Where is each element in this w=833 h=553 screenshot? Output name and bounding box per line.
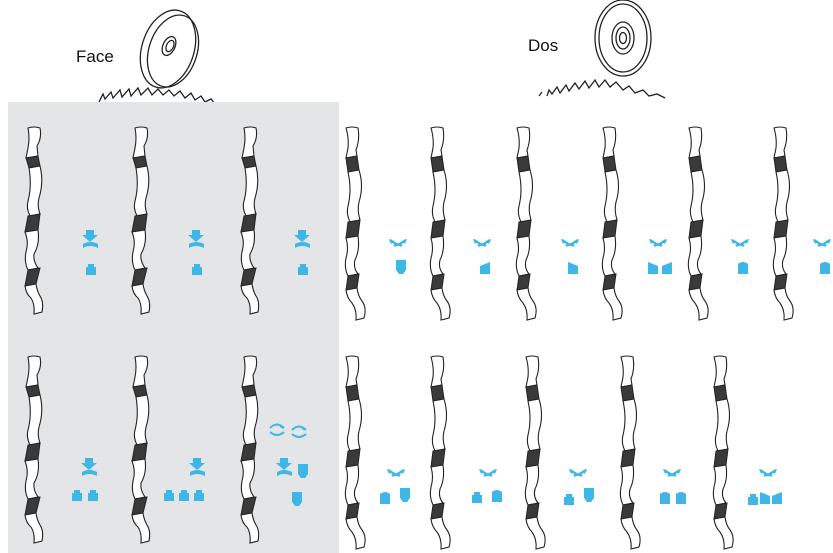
grey-panel — [8, 102, 339, 553]
saw-blade-section-icon — [24, 355, 44, 544]
saw-blade-section-icon — [24, 126, 44, 315]
saw-blade-section-icon — [524, 355, 546, 550]
saw-blade-section-icon — [619, 355, 641, 550]
saw-blade-section-icon — [429, 355, 451, 550]
saw-blade-section-icon — [601, 126, 623, 321]
saw-blade-face-icon — [98, 9, 216, 104]
tooth-profile-icon — [472, 467, 502, 503]
saw-blade-section-icon — [712, 355, 734, 550]
tooth-profile-icon — [294, 230, 310, 275]
tooth-profile-icon — [811, 237, 833, 274]
tooth-profile-icon — [380, 467, 410, 504]
tooth-profile-icon — [559, 237, 581, 274]
tooth-profile-icon — [269, 423, 308, 506]
tooth-profile-icon — [188, 230, 204, 275]
saw-blade-section-icon — [344, 126, 366, 321]
tooth-profile-icon — [748, 467, 782, 505]
tooth-profile-icon — [387, 237, 409, 274]
tooth-profile-icon — [164, 458, 205, 501]
saw-blade-section-icon — [772, 126, 794, 321]
saw-blade-section-icon — [429, 126, 451, 321]
saw-blade-section-icon — [240, 126, 260, 315]
face-label: Face — [76, 47, 114, 66]
tooth-profile-icon — [471, 237, 493, 274]
saw-blade-section-icon — [131, 355, 151, 544]
tooth-profile-icon — [72, 458, 98, 501]
tooth-profile-icon — [729, 237, 751, 274]
saw-blade-section-icon — [687, 126, 709, 321]
saw-blade-section-icon — [131, 126, 151, 315]
tooth-profile-icon — [660, 467, 686, 504]
tooth-profile-icon — [564, 467, 594, 505]
saw-blade-section-icon — [515, 126, 537, 321]
saw-blade-section-icon — [344, 355, 366, 550]
tooth-profile-icon — [647, 237, 672, 274]
tooth-profile-icon — [82, 230, 98, 275]
saw-blade-back-icon — [538, 0, 666, 99]
dos-label: Dos — [528, 36, 559, 55]
